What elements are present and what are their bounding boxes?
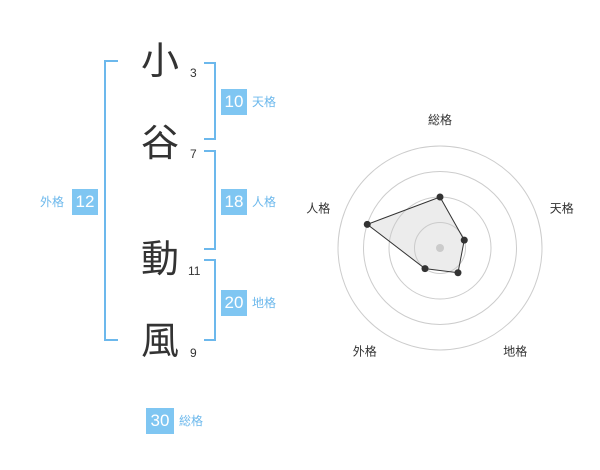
stroke-count-1: 3 [190,66,197,80]
name-char-3: 動 [141,237,180,281]
stroke-count-2: 7 [190,147,197,161]
radar-point-1 [436,193,444,201]
radar-axis-label: 地格 [503,344,527,359]
radar-point-5 [363,220,371,228]
tenkaku-value: 10 [221,89,247,115]
stroke-count-4: 9 [190,346,197,360]
radar-axis-label: 天格 [550,200,574,215]
name-char-2: 谷 [141,121,180,165]
jinkaku-value: 18 [221,189,247,215]
jinkaku-label: 人格 [252,195,277,209]
name-char-4: 風 [141,319,180,363]
soukaku-label: 総格 [179,414,204,428]
gaikaku-label: 外格 [40,195,65,209]
radar-axis-label: 人格 [306,200,330,215]
chikaku-label: 地格 [252,296,277,310]
gaikaku-bracket [104,60,118,341]
radar-ring-4 [337,145,543,351]
radar-point-2 [460,236,468,244]
chikaku-bracket [204,259,216,341]
radar-axis-label: 外格 [353,344,377,359]
radar-center-dot [436,244,444,252]
tenkaku-bracket [204,62,216,140]
radar-data-polygon [366,196,465,274]
chikaku-value: 20 [221,290,247,316]
radar-point-3 [454,269,462,277]
jinkaku-bracket [204,150,216,250]
name-char-1: 小 [141,39,180,83]
radar-point-4 [421,265,429,273]
radar-ring-1 [414,222,466,274]
tenkaku-label: 天格 [252,95,277,109]
radar-axis-label: 総格 [428,112,452,127]
stroke-count-3: 11 [188,264,201,278]
radar-ring-3 [363,171,517,325]
soukaku-value: 30 [146,408,174,434]
gaikaku-value: 12 [72,189,98,215]
